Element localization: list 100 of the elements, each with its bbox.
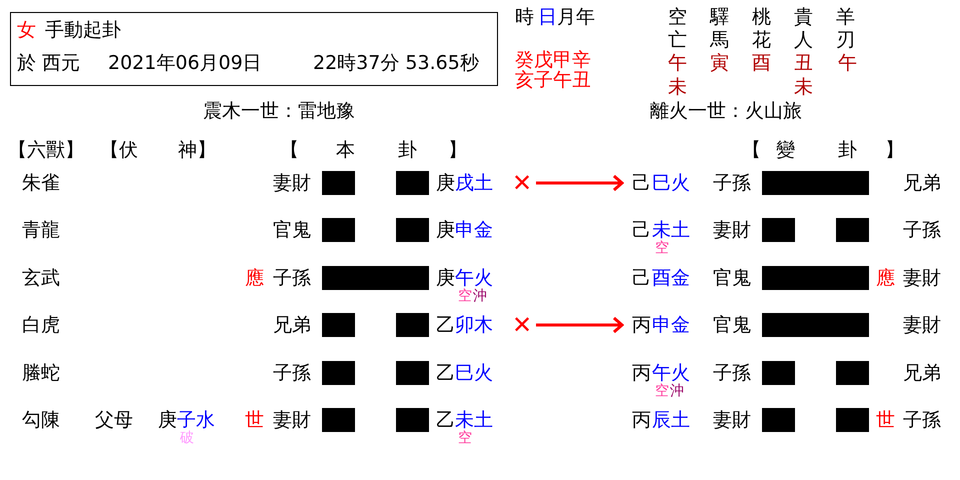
- stem-label: 乙: [436, 409, 455, 431]
- stem-label: 丙: [632, 409, 651, 431]
- beast-name: 青龍: [22, 219, 60, 241]
- branch-label: 午火: [455, 267, 493, 289]
- branch-label: 未土: [455, 409, 493, 431]
- relation-label: 妻財: [903, 267, 941, 289]
- time-column-heading: 時: [515, 6, 534, 28]
- relation-label: 兄弟: [273, 314, 311, 336]
- column-heading: 【伏: [100, 139, 138, 161]
- column-heading: 【: [280, 139, 299, 161]
- column-heading: 】: [885, 139, 904, 161]
- branch-label: 戌土: [455, 172, 493, 194]
- table-cell: 驛: [710, 6, 729, 28]
- beast-name: 白虎: [22, 314, 60, 336]
- era-label: 於 西元: [17, 52, 80, 74]
- void-mark: 空: [655, 240, 669, 256]
- relation-label: 子孫: [713, 172, 751, 194]
- stem-label: 己: [632, 267, 651, 289]
- date-label: 2021年06月09日: [108, 52, 262, 74]
- relation-label: 子孫: [273, 362, 311, 384]
- world-mark: 世: [876, 409, 895, 431]
- column-heading: 本: [336, 139, 355, 161]
- cross-mark: ✕: [512, 171, 532, 195]
- branch-label: 午火: [652, 362, 690, 384]
- hexagram-title: 震木一世：雷地豫: [203, 100, 355, 122]
- relation-label: 官鬼: [713, 314, 751, 336]
- relation-label: 妻財: [713, 219, 751, 241]
- relation-label: 子孫: [903, 219, 941, 241]
- table-cell: 未: [668, 76, 687, 98]
- time-column-heading: 月年: [557, 6, 595, 28]
- table-cell: 未: [794, 76, 813, 98]
- world-mark: 世: [245, 409, 264, 431]
- clash-mark: 沖: [670, 383, 684, 399]
- arrow: [536, 174, 624, 192]
- beast-name: 朱雀: [22, 172, 60, 194]
- relation-label: 子孫: [273, 267, 311, 289]
- branch-label: 巳火: [455, 362, 493, 384]
- beast-name: 玄武: [22, 267, 60, 289]
- arrow: [536, 316, 624, 334]
- table-cell: 丑: [794, 52, 813, 74]
- branch-label: 卯木: [455, 314, 493, 336]
- column-heading: 卦: [838, 139, 857, 161]
- table-cell: 刃: [836, 29, 855, 51]
- table-cell: 馬: [710, 29, 729, 51]
- relation-label: 子孫: [713, 362, 751, 384]
- branch-label: 巳火: [652, 172, 690, 194]
- stem-label: 庚: [158, 409, 177, 431]
- time-column-heading: 日: [538, 6, 557, 28]
- table-cell: 午: [668, 52, 687, 74]
- clash-mark: 沖: [473, 288, 487, 304]
- relation-label: 官鬼: [273, 219, 311, 241]
- info-box: [10, 12, 498, 86]
- branch-label: 未土: [652, 219, 690, 241]
- stem-label: 乙: [436, 314, 455, 336]
- column-heading: 【六獸】: [8, 139, 84, 161]
- table-cell: 午: [838, 52, 857, 74]
- relation-label: 兄弟: [903, 172, 941, 194]
- beast-name: 螣蛇: [22, 362, 60, 384]
- void-mark: 空: [458, 430, 472, 446]
- response-mark: 應: [245, 267, 264, 289]
- relation-label: 子孫: [903, 409, 941, 431]
- column-heading: 神】: [178, 139, 216, 161]
- table-cell: 酉: [752, 52, 771, 74]
- stem-row: 癸戊甲辛: [515, 49, 591, 71]
- column-heading: 【: [742, 139, 761, 161]
- table-cell: 空: [668, 6, 687, 28]
- branch-row: 亥子午丑: [515, 69, 591, 91]
- method-label: 手動起卦: [45, 19, 121, 41]
- hexagram-title: 離火一世：火山旅: [650, 100, 802, 122]
- stem-label: 己: [632, 219, 651, 241]
- gender-label: 女: [17, 19, 36, 41]
- branch-label: 申金: [652, 314, 690, 336]
- stem-label: 乙: [436, 362, 455, 384]
- relation-label: 妻財: [903, 314, 941, 336]
- column-heading: 變: [776, 139, 795, 161]
- relation-label: 父母: [95, 409, 133, 431]
- break-mark: 破: [180, 430, 194, 446]
- relation-label: 兄弟: [903, 362, 941, 384]
- cross-mark: ✕: [512, 313, 532, 337]
- column-heading: 】: [448, 139, 467, 161]
- beast-name: 勾陳: [22, 409, 60, 431]
- void-mark: 空: [655, 383, 669, 399]
- stem-label: 丙: [632, 314, 651, 336]
- void-mark: 空: [458, 288, 472, 304]
- table-cell: 亡: [668, 29, 687, 51]
- branch-label: 申金: [455, 219, 493, 241]
- table-cell: 貴: [794, 6, 813, 28]
- branch-label: 辰土: [652, 409, 690, 431]
- relation-label: 妻財: [273, 409, 311, 431]
- branch-label: 子水: [177, 409, 215, 431]
- table-cell: 桃: [752, 6, 771, 28]
- response-mark: 應: [876, 267, 895, 289]
- stem-label: 己: [632, 172, 651, 194]
- relation-label: 妻財: [713, 409, 751, 431]
- relation-label: 妻財: [273, 172, 311, 194]
- stem-label: 庚: [436, 219, 455, 241]
- time-label: 22時37分 53.65秒: [313, 52, 479, 74]
- branch-label: 酉金: [652, 267, 690, 289]
- table-cell: 羊: [836, 6, 855, 28]
- column-heading: 卦: [398, 139, 417, 161]
